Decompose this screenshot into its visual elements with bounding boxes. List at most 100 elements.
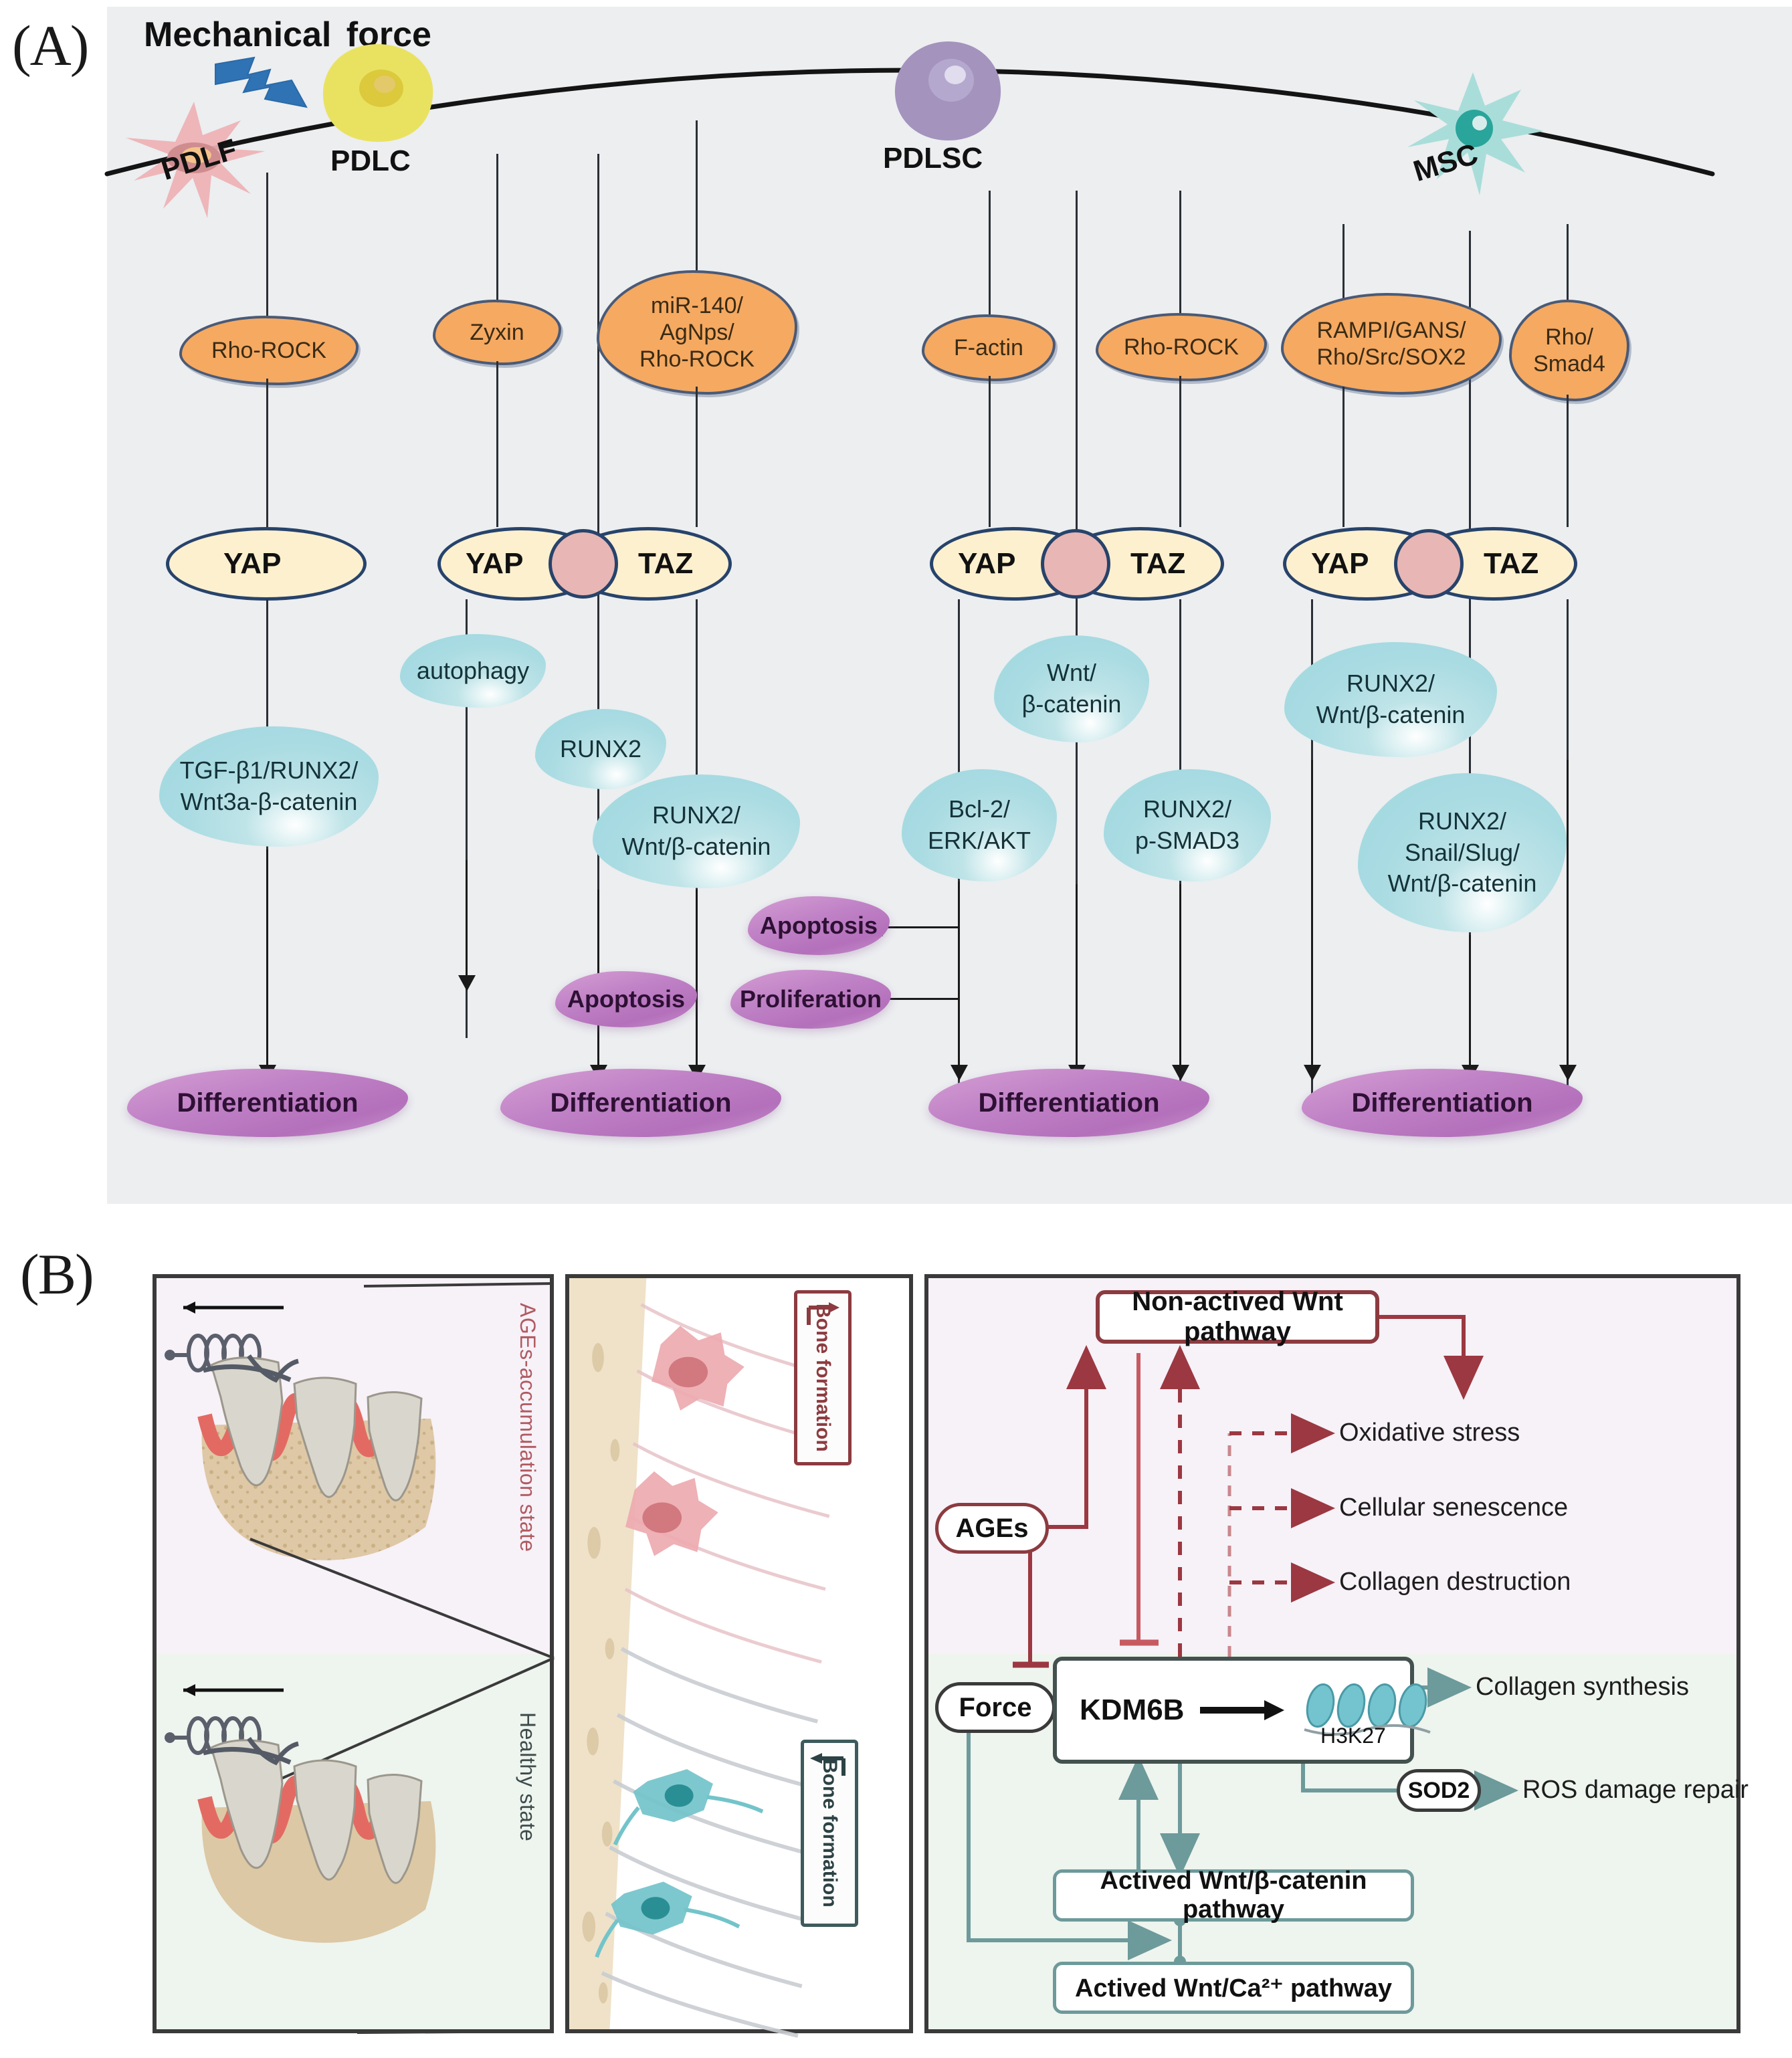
blob-text: Wnt/β-catenin [621,833,771,860]
blob-text: p-SMAD3 [1134,827,1240,854]
blob-text: Wnt/ [1046,659,1096,687]
output-collagen-synthesis: Collagen synthesis [1476,1673,1689,1701]
node-activated-wnt-bcatenin-pathway[interactable]: Actived Wnt/β-catenin pathway [1053,1867,1414,1924]
bone-formation-arrow-left-icon [810,1753,845,1776]
blob-bcl2-erk-akt: Bcl-2/ ERK/AKT [902,769,1057,882]
blob-wnt-bcatenin-pdlsc: Wnt/ β-catenin [994,635,1149,742]
line-pdlc-to-zyxin [496,154,498,308]
blob-text: autophagy [416,656,530,684]
cloud-text: miR-140/ [651,292,743,318]
line-msc-to-rampi [1342,224,1345,334]
cloud-mir140-agnps-rhorock: miR-140/ AgNps/ Rho-ROCK [597,270,797,395]
node-sod2[interactable]: SOD2 [1397,1769,1481,1812]
node-ages[interactable]: AGEs [935,1503,1049,1554]
nucleosome-icon [1304,1683,1431,1736]
tooth-diagram-ages [165,1302,436,1560]
label-ages-accumulation-state: AGEs-accumulation state [516,1303,540,1552]
blob-text: Wnt3a-β-catenin [180,788,358,815]
right-arrow-icon [1200,1700,1285,1720]
cell-label-pdlc: PDLC [330,144,411,177]
cloud-text: Rho-ROCK [639,346,755,373]
node-force[interactable]: Force [935,1682,1056,1733]
taz-label: TAZ [1130,547,1186,580]
yap-label: YAP [1311,547,1369,580]
yap-group-pdlf: YAP [166,527,367,601]
blob-text: RUNX2/ [652,801,741,829]
outcome-proliferation-pdlsc: Proliferation [730,970,891,1029]
cloud-text: RAMPI/GANS/ [1316,317,1466,343]
blob-runx2-snail-slug-wnt: RUNX2/ Snail/Slug/ Wnt/β-catenin [1358,773,1567,932]
yap-label: YAP [958,547,1016,580]
line-mir140-to-taz [696,387,698,527]
pdl-fiber-illustration [569,1278,838,2038]
blob-text: Bcl-2/ [948,795,1011,823]
panel-a-background [107,7,1792,1204]
cloud-text: Rho-ROCK [211,337,326,363]
blob-tgfb1-runx2-wnt3a: TGF-β1/RUNX2/ Wnt3a-β-catenin [159,726,379,847]
line-rampi-to-yap [1342,387,1345,527]
arrow-to-differentiation-msc-b [1462,935,1479,1081]
panel-a-label: (A) [12,13,89,78]
outcome-apoptosis-pdlc: Apoptosis [555,971,697,1027]
blob-text: β-catenin [1021,690,1122,718]
line-msc-to-rhosmad4 [1567,224,1569,334]
arrow-to-proliferation-pdlsc [867,991,958,1008]
cloud-text: Zyxin [470,319,524,345]
cloud-text: Smad4 [1533,351,1605,377]
cell-pdlf-icon [126,102,265,218]
label-healthy-state: Healthy state [516,1712,540,1842]
line-msc-center [1469,231,1471,619]
cloud-text: Rho/Src/SOX2 [1316,344,1466,370]
line-pdlsc-to-factin [989,191,991,334]
yaptaz-group-pdlsc: YAP TAZ [930,527,1224,601]
bone-formation-arrow-right-icon [807,1302,839,1325]
blob-runx2-psmad3: RUNX2/ p-SMAD3 [1104,769,1271,882]
arrow-to-differentiation-msc-a [1304,760,1321,1081]
blob-text: RUNX2/ [1417,807,1507,835]
node-kdm6b-label: KDM6B [1080,1693,1185,1726]
cloud-text: F-actin [954,334,1023,361]
panel-a: (A) Mechanical force PDLF PDLC PDLSC MSC [12,7,1792,1204]
taz-label: TAZ [1484,547,1539,580]
nucleus-circle [1041,529,1110,599]
cell-pdlsc-icon [894,41,1001,140]
cell-msc-icon [1407,72,1544,195]
blob-text: Snail/Slug/ [1404,838,1520,866]
arrow-to-differentiation-pdlsc-c [1172,884,1189,1081]
bone-formation-label: Bone formation [819,1759,841,1908]
line-pdlc-center [597,154,599,622]
line-rhorock-to-taz [1179,376,1181,527]
cloud-f-actin: F-actin [922,314,1056,381]
line-pdlsc-center [1076,191,1078,622]
line-pdlc-yap-down [466,599,468,1038]
outcome-differentiation-pdlc: Differentiation [500,1069,781,1137]
blob-text: TGF-β1/RUNX2/ [179,756,359,785]
node-non-activated-wnt-pathway[interactable]: Non-actived Wnt pathway [1096,1287,1379,1346]
line-zyxin-to-yap [496,361,498,527]
node-kdm6b-box[interactable]: KDM6B [1053,1657,1431,1764]
blob-runx2-wnt-bcatenin-pdlc: RUNX2/ Wnt/β-catenin [593,775,800,888]
arrow-to-differentiation-msc-c [1559,760,1577,1081]
blob-runx2-wnt-bcatenin-msc: RUNX2/ Wnt/β-catenin [1284,642,1497,757]
output-ros-damage-repair: ROS damage repair [1522,1776,1749,1804]
yap-label: YAP [223,547,282,580]
arrow-to-apoptosis-pdlsc [867,919,958,936]
arrow-to-apoptosis-pdlc [458,860,476,991]
output-cellular-senescence: Cellular senescence [1339,1494,1569,1522]
node-activated-wnt-ca-pathway[interactable]: Actived Wnt/Ca²⁺ pathway [1053,1962,1414,2014]
cloud-rho-rock-pdlf: Rho-ROCK [179,316,359,385]
arrow-to-differentiation-pdlf [259,849,276,1081]
line-pdlc-to-mir140 [696,120,698,288]
tooth-diagram-healthy [165,1684,436,1943]
blob-autophagy: autophagy [400,634,546,708]
line-factin-to-yap [989,376,991,527]
blob-text: ERK/AKT [927,827,1031,854]
yap-label: YAP [466,547,524,580]
cell-label-pdlsc: PDLSC [883,142,983,175]
line-cloud-to-yap-pdlf [266,379,268,527]
panel-b-right-box: Non-actived Wnt pathway AGEs Force KDM6B… [924,1274,1749,2033]
blob-text: Wnt/β-catenin [1316,701,1466,728]
arrow-to-differentiation-pdlsc-b [1068,884,1086,1081]
cloud-zyxin: Zyxin [433,300,561,365]
outcome-differentiation-msc: Differentiation [1302,1069,1583,1137]
